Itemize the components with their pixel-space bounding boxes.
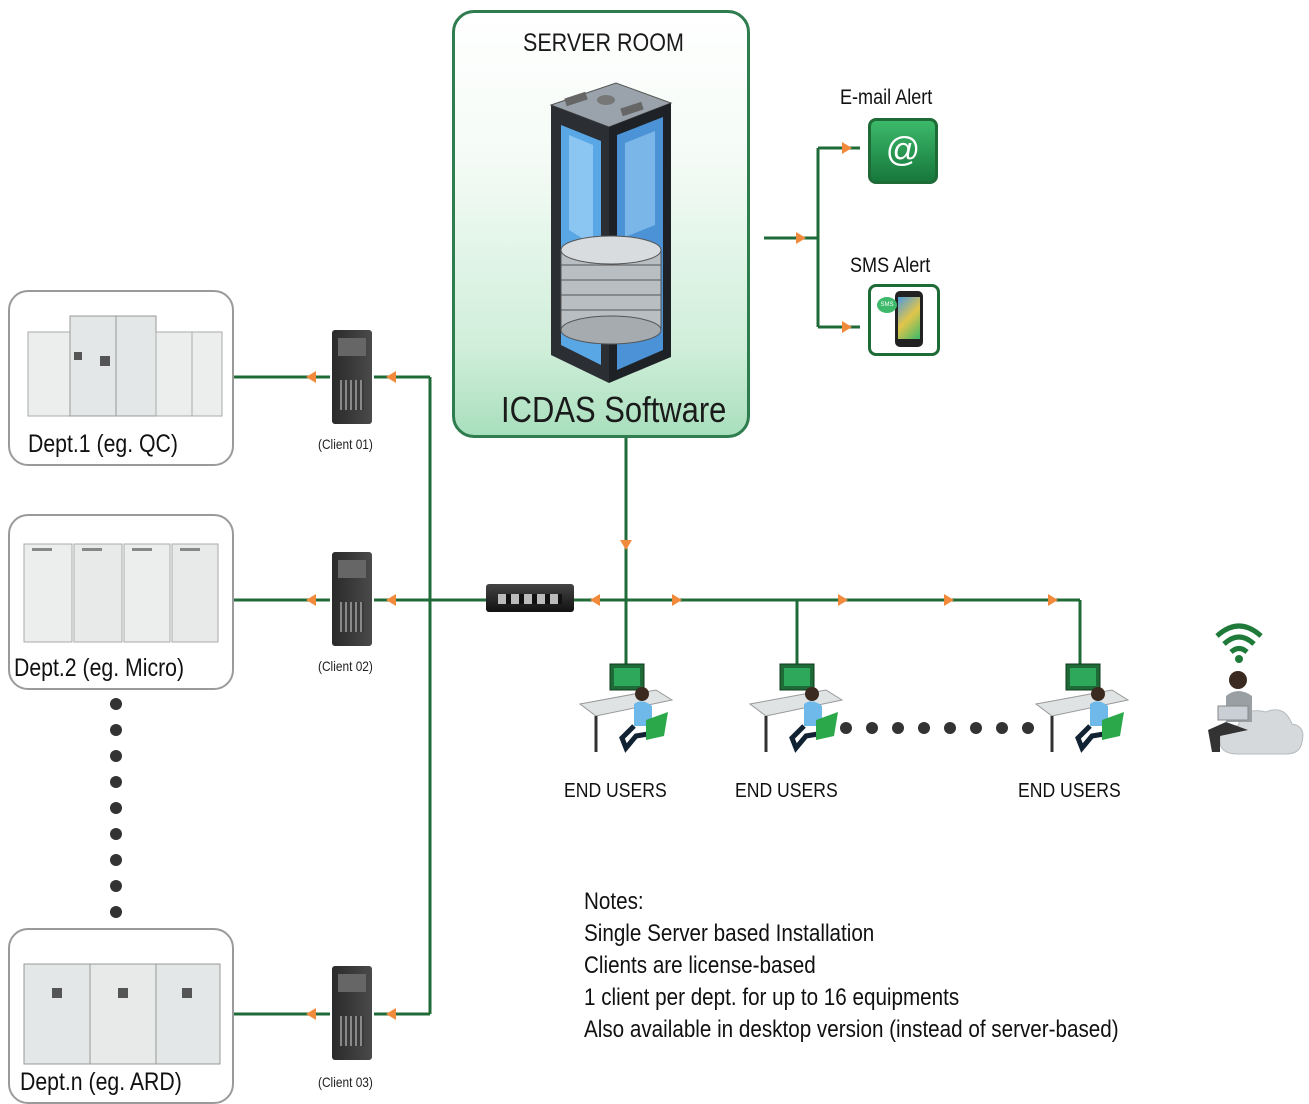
tower-grille (340, 1016, 364, 1046)
tower-bay (338, 560, 366, 578)
incubator-cabinet-icon (23, 543, 219, 643)
email-alert-icon[interactable]: @ (868, 118, 938, 184)
notes-line-1: Single Server based Installation (584, 920, 875, 947)
database-icon (560, 235, 662, 345)
tower-grille (340, 602, 364, 632)
sms-badge-text: SMS (880, 302, 894, 308)
software-name: ICDAS Software (501, 389, 727, 430)
sms-badge: SMS (877, 297, 897, 313)
notes-block: Notes: Single Server based Installation … (584, 886, 1119, 1046)
end-users-label-2: END USERS (735, 780, 838, 802)
client-tower-icon[interactable] (332, 552, 372, 646)
client-tower-icon[interactable] (332, 330, 372, 424)
dept-box-2[interactable]: Dept.2 (eg. Micro) (8, 514, 234, 690)
client-label-2: (Client 02) (318, 658, 373, 674)
tower-bay (338, 974, 366, 992)
sms-alert-label: SMS Alert (850, 254, 931, 277)
dept-box-n[interactable]: Dept.n (eg. ARD) (8, 928, 234, 1104)
dept-box-1[interactable]: Dept.1 (eg. QC) (8, 290, 234, 466)
workstation-user-icon[interactable] (576, 660, 676, 760)
client-label-1: (Client 01) (318, 436, 373, 452)
server-room-title: SERVER ROOM (523, 29, 684, 57)
end-users-label-1: END USERS (564, 780, 667, 802)
server-rack-icon (549, 82, 673, 383)
at-sign-glyph: @ (885, 131, 921, 169)
cloud-user-icon (1208, 671, 1304, 755)
tower-bay (338, 338, 366, 356)
client-tower-icon[interactable] (332, 966, 372, 1060)
workstation-user-icon[interactable] (1032, 660, 1132, 760)
wifi-icon (1215, 623, 1263, 663)
workstation-user-icon[interactable] (746, 660, 846, 760)
tower-grille (340, 380, 364, 410)
continuation-dots-horizontal (840, 722, 1034, 734)
notes-line-3: 1 client per dept. for up to 16 equipmen… (584, 984, 960, 1011)
phone-screen (898, 297, 920, 339)
email-alert-label: E-mail Alert (840, 86, 933, 109)
dept-label-1: Dept.1 (eg. QC) (28, 430, 178, 458)
notes-line-4: Also available in desktop version (inste… (584, 1016, 1119, 1043)
incubator-cabinet-icon (27, 315, 223, 417)
switch-ports (498, 594, 562, 604)
notes-title: Notes: (584, 888, 644, 915)
network-switch-icon[interactable] (486, 584, 574, 612)
server-room-panel: SERVER ROOM ICDAS Software (452, 10, 750, 438)
sms-phone-icon[interactable]: SMS (868, 284, 940, 356)
client-label-3: (Client 03) (318, 1074, 373, 1090)
incubator-cabinet-icon (23, 963, 221, 1065)
dept-label-n: Dept.n (eg. ARD) (20, 1068, 182, 1096)
end-users-label-3: END USERS (1018, 780, 1121, 802)
continuation-dots-vertical (110, 698, 122, 918)
notes-line-2: Clients are license-based (584, 952, 816, 979)
dept-label-2: Dept.2 (eg. Micro) (14, 654, 185, 682)
